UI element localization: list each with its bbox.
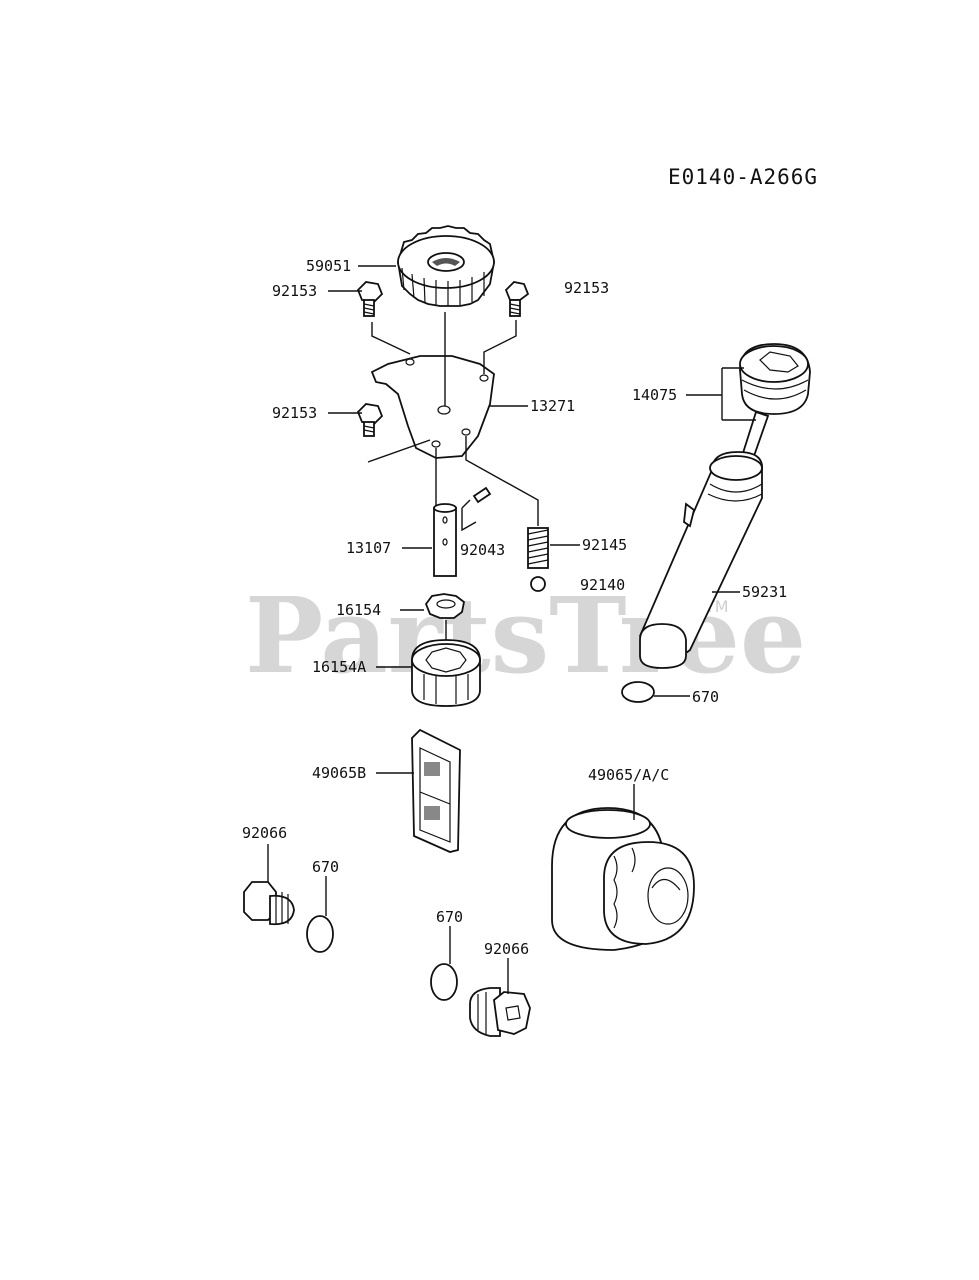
bolt-92153-right-top[interactable] (504, 281, 530, 317)
gear-59051[interactable] (397, 225, 495, 307)
label-92066-center: 92066 (484, 940, 529, 958)
pin-92043[interactable] (472, 486, 492, 504)
spring-92145[interactable] (527, 527, 549, 569)
label-92153-left-top: 92153 (272, 282, 317, 300)
label-16154: 16154 (336, 601, 381, 619)
drain-plug-92066-center[interactable] (469, 987, 531, 1037)
label-13271: 13271 (530, 397, 575, 415)
label-670-left: 670 (312, 858, 339, 876)
plate-13271[interactable] (370, 355, 495, 459)
inner-rotor-16154[interactable] (424, 593, 465, 619)
oil-filter-49065AC[interactable] (551, 807, 695, 951)
label-14075: 14075 (632, 386, 677, 404)
filler-tube-59231[interactable] (638, 451, 763, 669)
label-59231: 59231 (742, 583, 787, 601)
bolt-92153-left-mid[interactable] (356, 403, 384, 437)
label-49065B: 49065B (312, 764, 366, 782)
label-92140: 92140 (580, 576, 625, 594)
label-59051: 59051 (306, 257, 351, 275)
o-ring-670-center[interactable] (430, 963, 458, 1001)
label-92153-right-top: 92153 (564, 279, 609, 297)
label-16154A: 16154A (312, 658, 366, 676)
label-92153-left-mid: 92153 (272, 404, 317, 422)
label-92066-left: 92066 (242, 824, 287, 842)
drain-plug-92066-left[interactable] (243, 881, 295, 926)
label-670-tube: 670 (692, 688, 719, 706)
label-13107: 13107 (346, 539, 391, 557)
label-670-center: 670 (436, 908, 463, 926)
leader-lines (267, 265, 756, 994)
outer-rotor-16154A[interactable] (411, 639, 481, 707)
diagram-code: E0140-A266G (668, 165, 818, 189)
label-49065AC: 49065/A/C (588, 766, 669, 784)
o-ring-670-tube[interactable] (621, 681, 655, 703)
bolt-92153-left-top[interactable] (356, 281, 384, 317)
o-ring-670-left[interactable] (306, 915, 334, 953)
ball-92140[interactable] (530, 576, 546, 592)
strainer-49065B[interactable] (411, 728, 461, 853)
label-92145: 92145 (582, 536, 627, 554)
shaft-13107[interactable] (433, 503, 457, 577)
label-92043: 92043 (460, 541, 505, 559)
